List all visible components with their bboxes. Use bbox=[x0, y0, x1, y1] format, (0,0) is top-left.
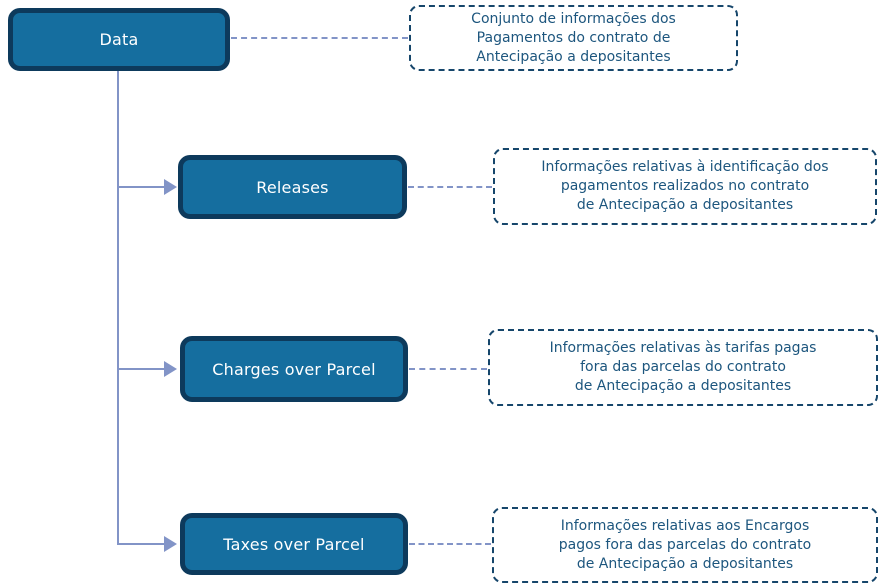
branch-line-charges bbox=[118, 368, 166, 370]
note-taxes-text: Informações relativas aos Encargos pagos… bbox=[558, 517, 812, 572]
node-data: Data bbox=[8, 8, 230, 71]
note-taxes-description: Informações relativas aos Encargos pagos… bbox=[492, 507, 878, 583]
arrowhead-icon-taxes bbox=[164, 536, 177, 552]
dashed-connector-taxes bbox=[409, 543, 491, 545]
dashed-connector-data bbox=[231, 37, 408, 39]
node-releases-label: Releases bbox=[256, 177, 329, 197]
dashed-connector-charges bbox=[409, 368, 487, 370]
note-releases-text: Informações relativas à identificação do… bbox=[541, 159, 829, 213]
branch-line-taxes bbox=[118, 543, 166, 545]
node-releases: Releases bbox=[178, 155, 407, 219]
dashed-connector-releases bbox=[408, 186, 492, 188]
note-data-description: Conjunto de informações dos Pagamentos d… bbox=[409, 5, 738, 71]
node-charges-over-parcel: Charges over Parcel bbox=[180, 336, 408, 402]
tree-trunk-line bbox=[117, 71, 119, 545]
node-taxes-over-parcel: Taxes over Parcel bbox=[180, 513, 408, 575]
note-data-text: Conjunto de informações dos Pagamentos d… bbox=[471, 10, 676, 65]
node-taxes-label: Taxes over Parcel bbox=[223, 534, 365, 554]
arrowhead-icon-charges bbox=[164, 361, 177, 377]
node-charges-label: Charges over Parcel bbox=[212, 359, 376, 379]
arrowhead-icon-releases bbox=[164, 179, 177, 195]
note-releases-description: Informações relativas à identificação do… bbox=[493, 148, 877, 225]
note-charges-description: Informações relativas às tarifas pagas f… bbox=[488, 329, 878, 406]
branch-line-releases bbox=[118, 186, 166, 188]
note-charges-text: Informações relativas às tarifas pagas f… bbox=[549, 340, 817, 394]
node-data-label: Data bbox=[99, 30, 139, 49]
